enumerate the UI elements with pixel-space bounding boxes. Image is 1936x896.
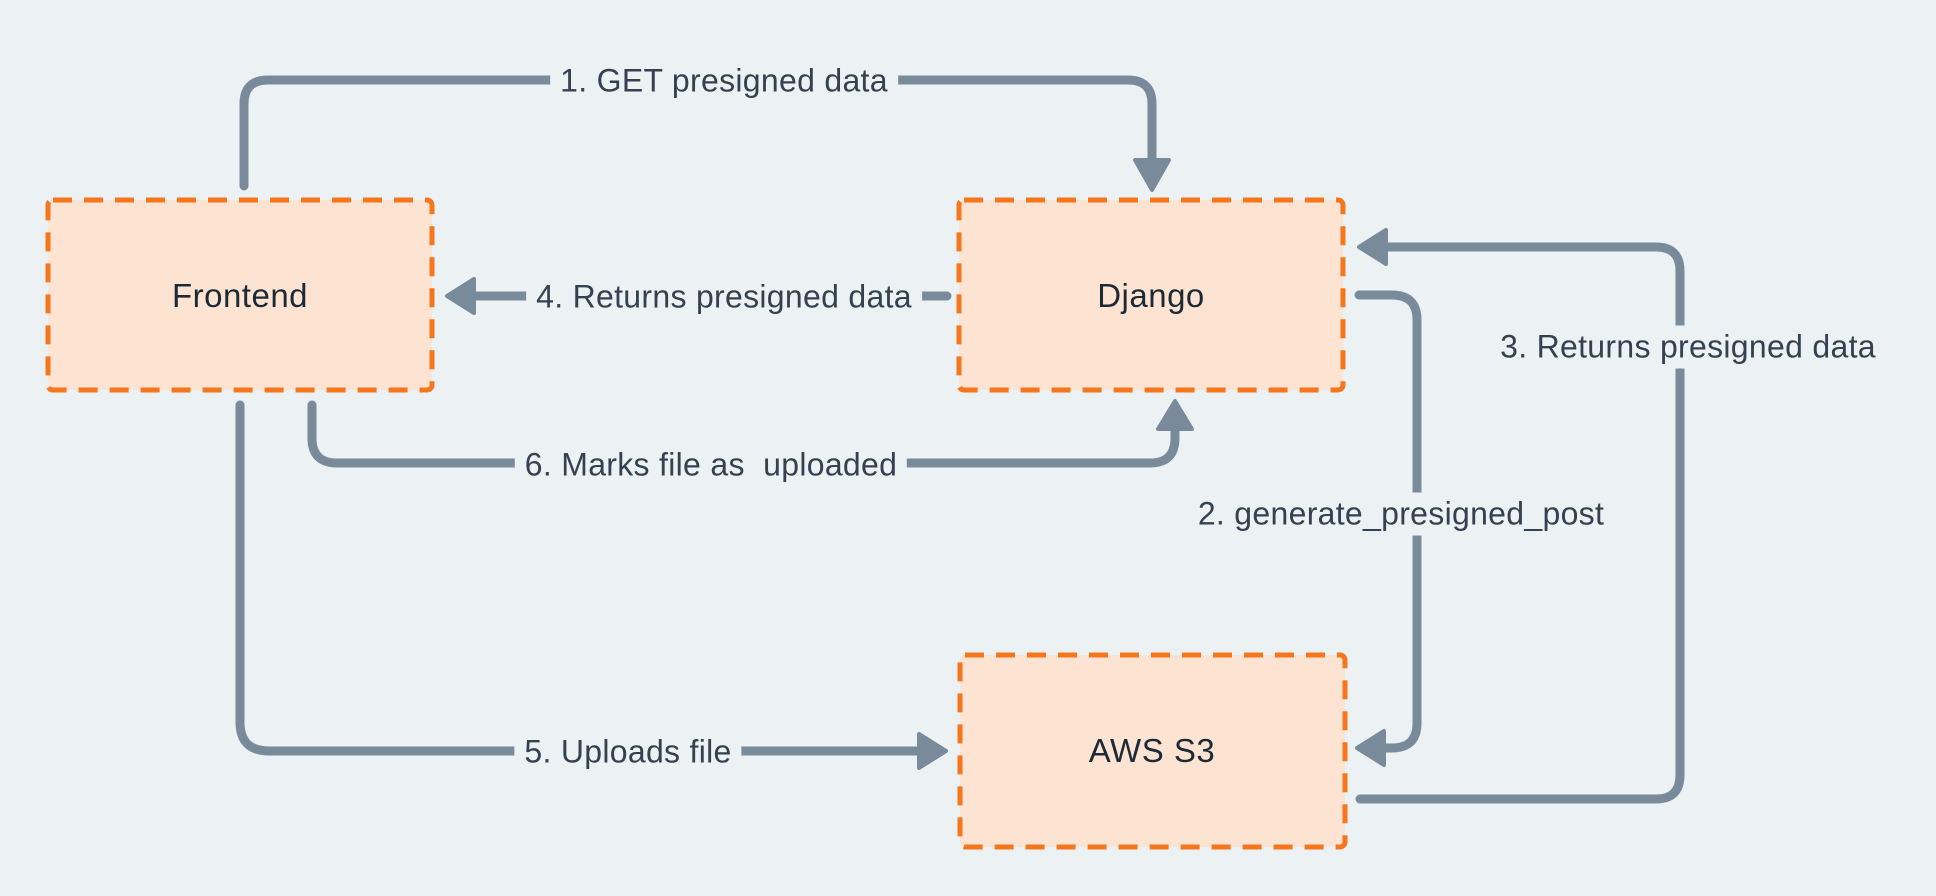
arrow-2-head-icon (1355, 729, 1386, 767)
node-aws-s3-label: AWS S3 (1088, 732, 1216, 769)
arrow-5-head-icon (917, 732, 948, 770)
arrow-1-head-icon (1133, 158, 1171, 192)
node-frontend-box (45, 197, 435, 393)
arrow-3-path (1355, 242, 1685, 804)
arrow-6-head-icon (1156, 399, 1194, 431)
node-django-box (956, 197, 1346, 393)
flow-label-2-generate-presigned-post: 2. generate_presigned_post (1187, 492, 1615, 536)
flow-label-4-returns-presigned-data: 4. Returns presigned data (526, 275, 922, 319)
arrow-4-head-icon (445, 277, 476, 315)
flow-label-3-returns-presigned-data: 3. Returns presigned data (1490, 325, 1886, 369)
flow-label-6-marks-file-as-uploaded: 6. Marks file as uploaded (514, 443, 908, 487)
node-frontend-label: Frontend (171, 277, 309, 314)
flow-label-1-get-presigned-data: 1. GET presigned data (550, 59, 898, 103)
arrow-3-head-icon (1357, 228, 1388, 266)
node-aws-s3-box (957, 652, 1348, 850)
flow-label-5-uploads-file: 5. Uploads file (514, 730, 742, 774)
arrow-5-path (235, 400, 922, 756)
node-django-label: Django (1097, 277, 1205, 314)
